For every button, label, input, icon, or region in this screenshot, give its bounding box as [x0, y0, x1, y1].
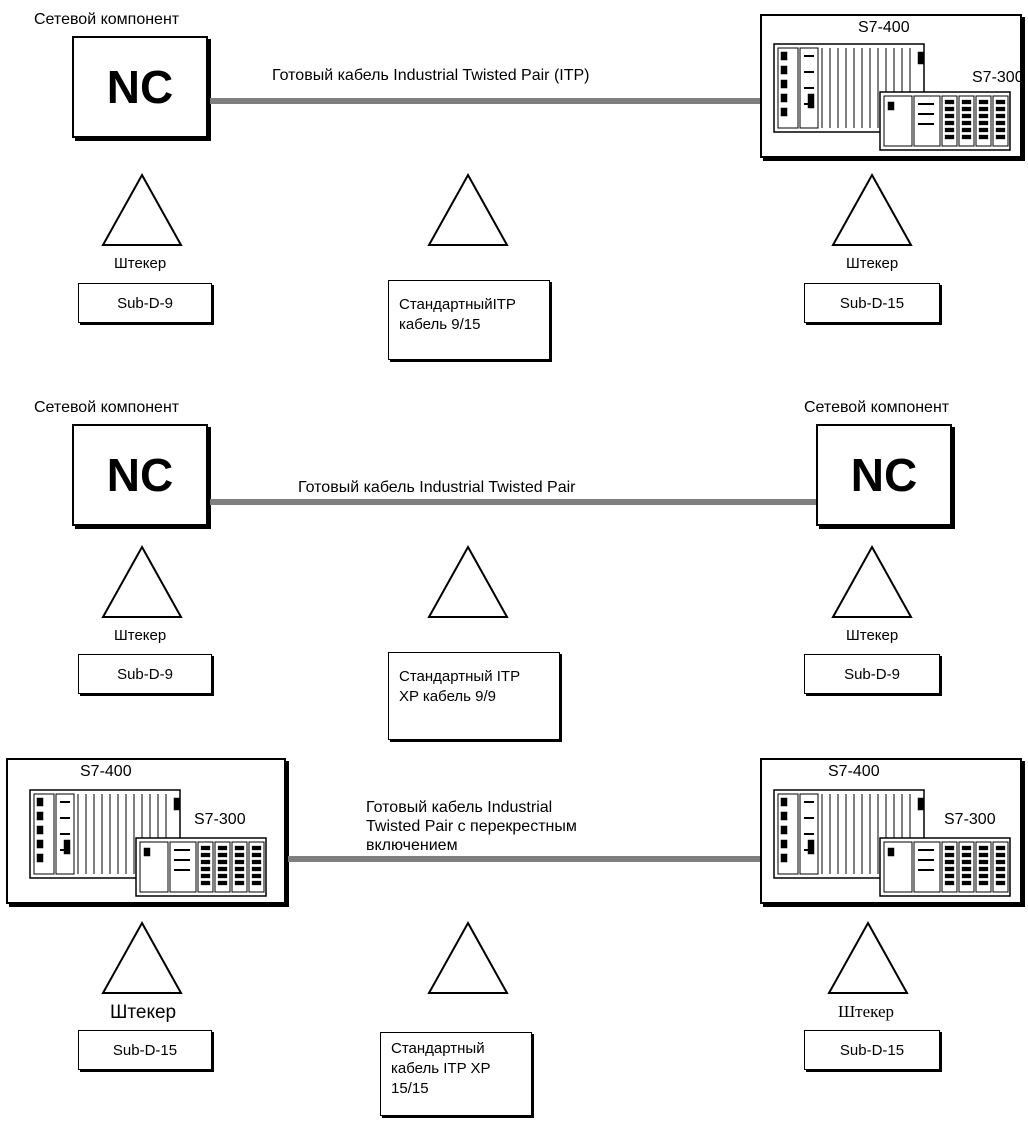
row1-cable-line — [210, 98, 762, 104]
row3-left-s7-400-label: S7-400 — [80, 763, 132, 780]
s7-plc-rack-icon — [773, 789, 1011, 897]
row3-right-plc-box — [760, 758, 1022, 904]
row1-left-nc-box: NC — [72, 36, 208, 138]
row2-left-plug-label: Штекер — [114, 627, 167, 644]
row2-right-nc-box: NC — [816, 424, 952, 526]
row3-cable-label: Готовый кабель Industrial Twisted Pair с… — [366, 799, 577, 854]
row2-right-title: Сетевой компонент — [804, 399, 950, 416]
row2-left-title: Сетевой компонент — [34, 399, 180, 416]
row1-right-plug-triangle-icon — [831, 172, 913, 246]
row3-right-plug-triangle-icon — [827, 920, 909, 994]
row3-left-connector-box: Sub-D-15 — [78, 1030, 212, 1070]
row2-cable-triangle-icon — [427, 544, 509, 618]
row3-right-s7-400-label: S7-400 — [828, 763, 880, 780]
row1-cable-label: Готовый кабель Industrial Twisted Pair (… — [272, 67, 590, 84]
nc-label: NC — [850, 449, 918, 501]
row2-right-connector-box: Sub-D-9 — [804, 654, 940, 694]
nc-label: NC — [106, 449, 174, 501]
row1-left-plug-label: Штекер — [114, 255, 167, 272]
row2-cable-line — [210, 499, 818, 505]
row3-right-s7-300-label: S7-300 — [944, 811, 996, 828]
row3-cable-triangle-icon — [427, 920, 509, 994]
row1-right-plug-label: Штекер — [846, 255, 899, 272]
row2-cable-type-box: Стандартный ITP XP кабель 9/9 — [388, 652, 560, 740]
row3-right-connector-box: Sub-D-15 — [804, 1030, 940, 1070]
row3-left-plc-box — [6, 758, 286, 904]
row2-left-plug-triangle-icon — [101, 544, 183, 618]
s7-plc-rack-icon — [29, 789, 267, 897]
row1-right-plc-box — [760, 14, 1022, 158]
row3-left-plug-triangle-icon — [101, 920, 183, 994]
row3-left-plug-label: Штекер — [110, 1002, 177, 1023]
row3-cable-line — [288, 856, 760, 862]
row3-left-s7-300-label: S7-300 — [194, 811, 246, 828]
s7-plc-rack-icon — [773, 43, 1011, 151]
row1-cable-triangle-icon — [427, 172, 509, 246]
row1-left-title: Сетевой компонент — [34, 11, 180, 28]
row2-cable-label: Готовый кабель Industrial Twisted Pair — [298, 479, 576, 496]
row1-left-connector-box: Sub-D-9 — [78, 283, 212, 323]
row2-left-connector-box: Sub-D-9 — [78, 654, 212, 694]
row2-right-plug-triangle-icon — [831, 544, 913, 618]
row1-cable-type-box: СтандартныйITP кабель 9/15 — [388, 280, 550, 360]
row1-left-plug-triangle-icon — [101, 172, 183, 246]
row3-cable-type-box: Стандартный кабель ITP XP 15/15 — [380, 1032, 532, 1116]
nc-label: NC — [106, 61, 174, 113]
row2-left-nc-box: NC — [72, 424, 208, 526]
row1-right-s7-400-label: S7-400 — [858, 19, 910, 36]
row2-right-plug-label: Штекер — [846, 627, 899, 644]
row1-right-connector-box: Sub-D-15 — [804, 283, 940, 323]
row1-right-s7-300-label: S7-300 — [972, 69, 1024, 86]
row3-right-plug-label: Штекер — [838, 1002, 895, 1021]
